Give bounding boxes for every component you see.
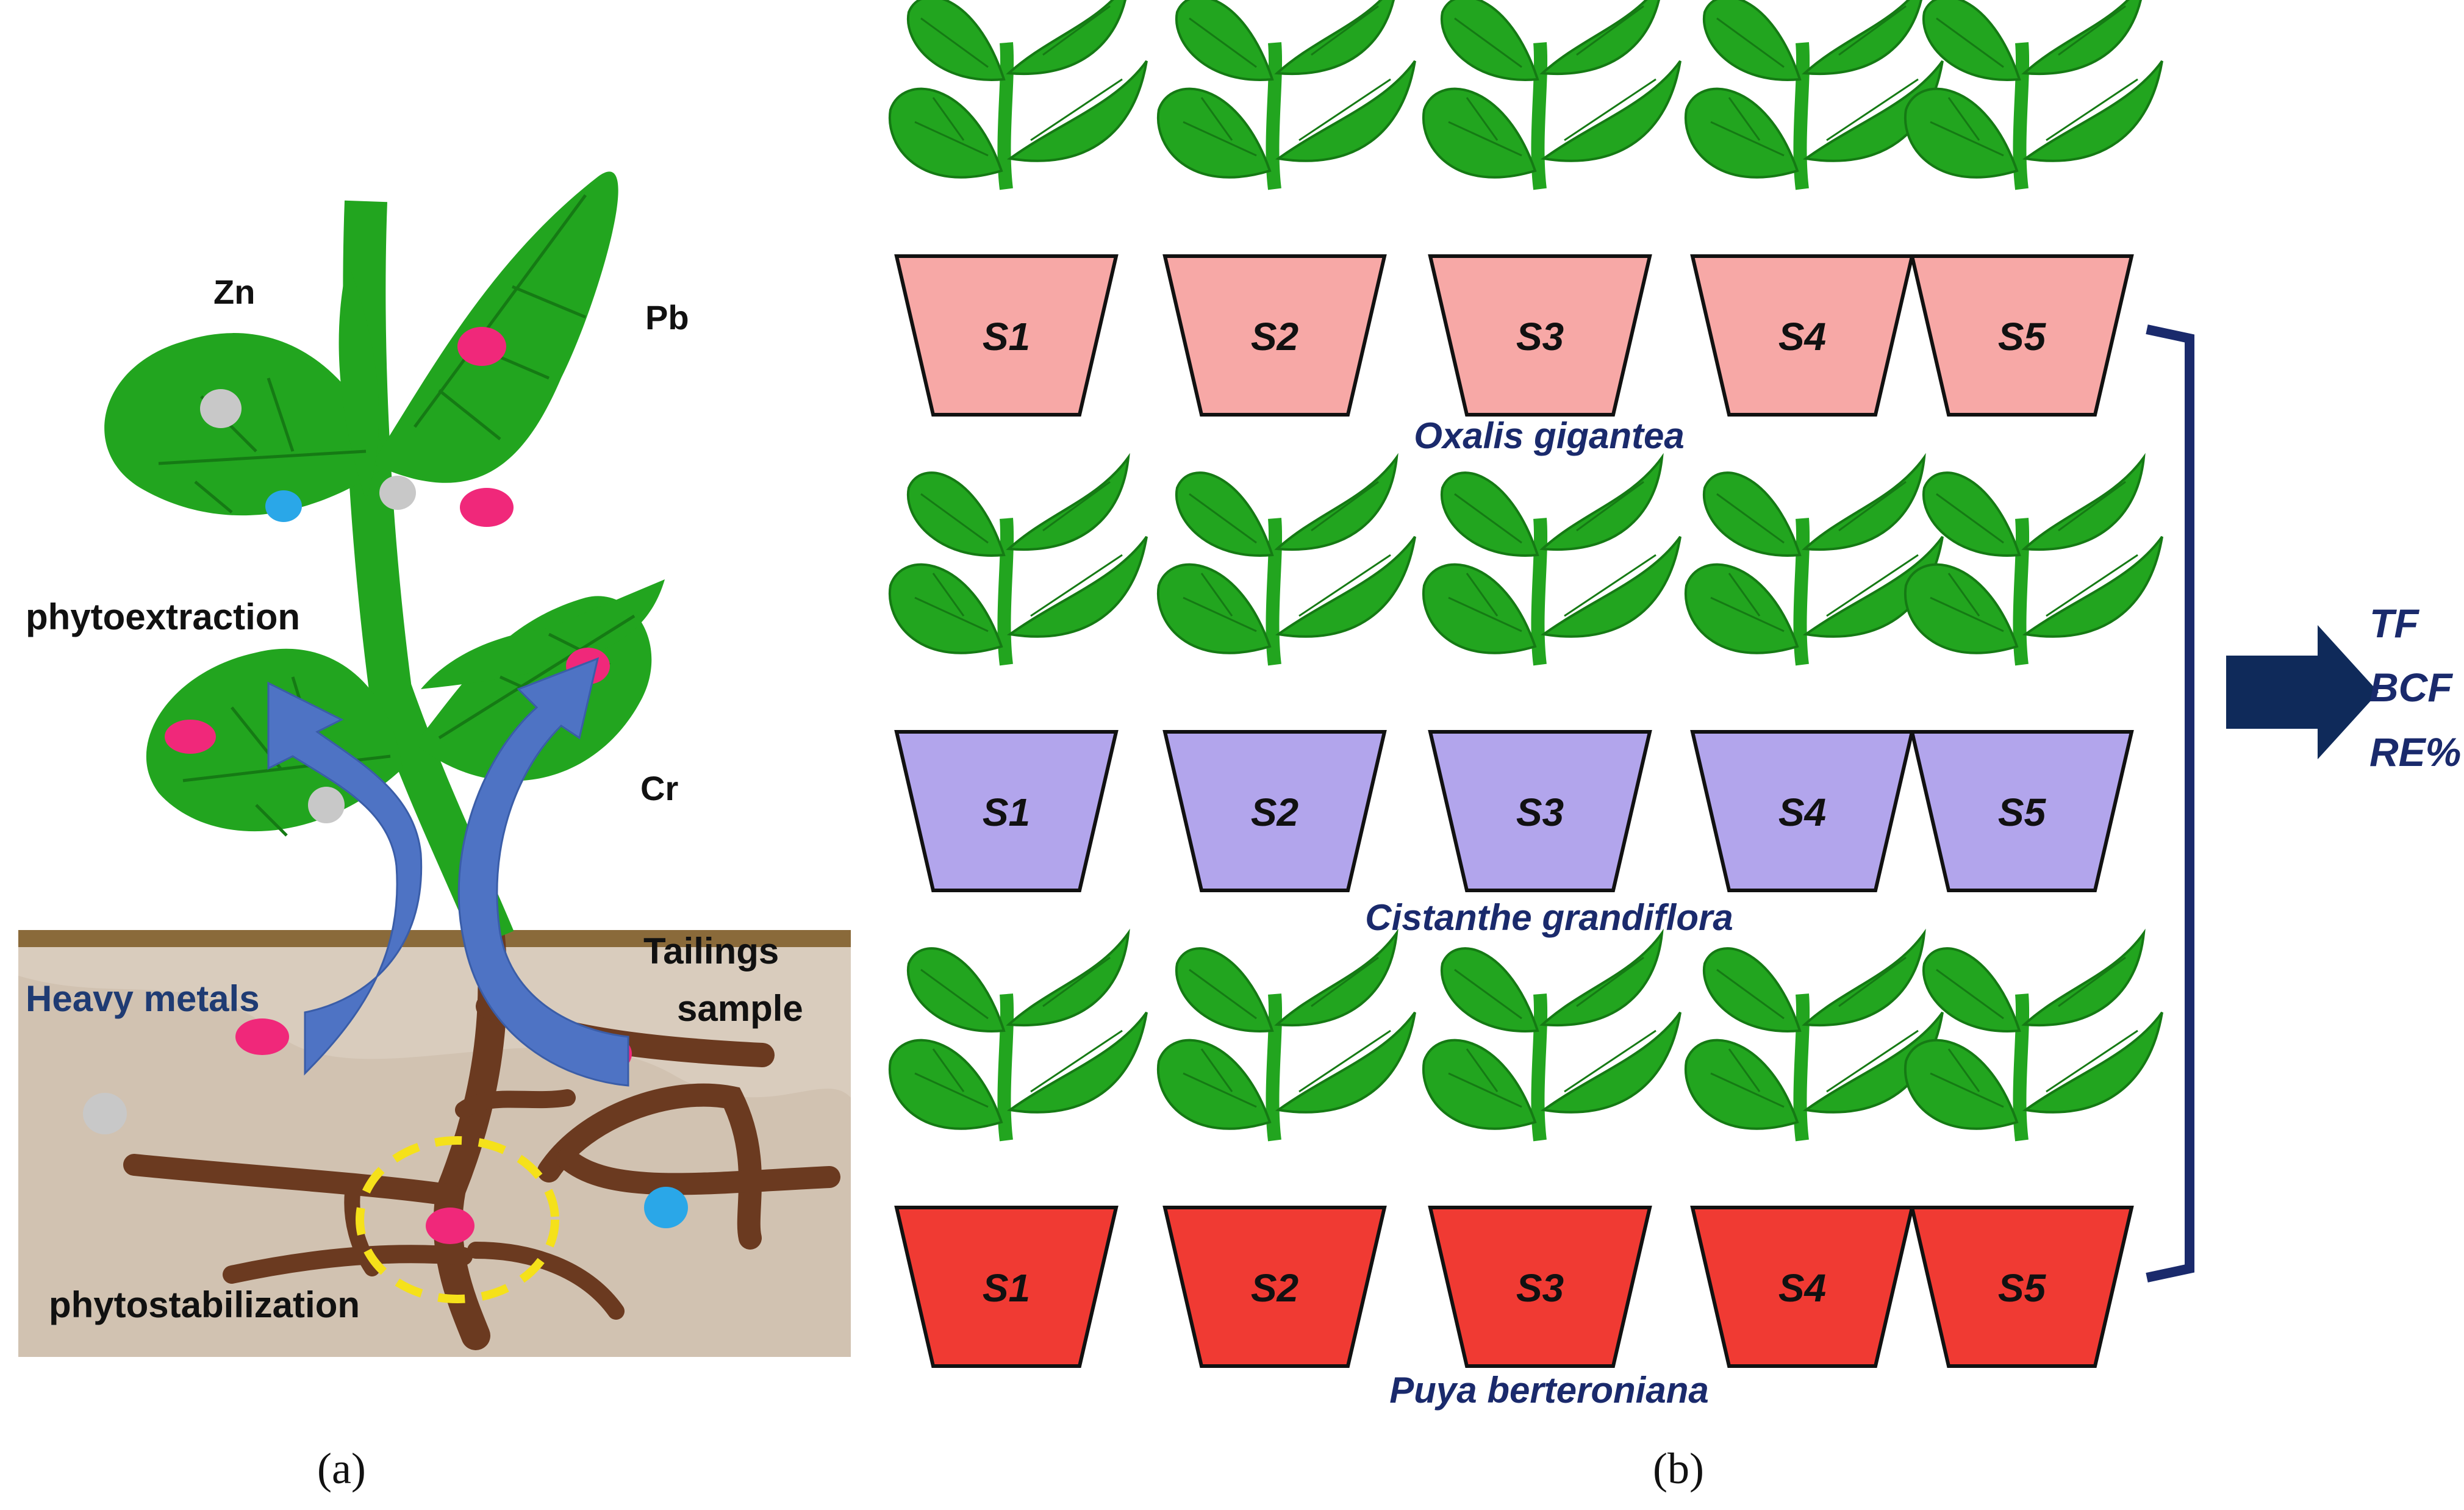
zn-particle — [379, 476, 416, 510]
plant-icon — [1686, 933, 1943, 1140]
sample-label: S2 — [1251, 790, 1298, 834]
pot — [1428, 254, 1652, 417]
phytoextraction-label: phytoextraction — [26, 596, 300, 637]
species-label: Oxalis gigantea — [1414, 415, 1685, 456]
sample-label: S4 — [1778, 315, 1826, 359]
sample-label: S4 — [1778, 1266, 1826, 1310]
zn-particle — [200, 389, 242, 428]
pot — [1910, 254, 2134, 417]
cr-particle — [265, 490, 302, 522]
pb-particle — [165, 720, 216, 754]
plant-icon — [1424, 457, 1680, 665]
pb-particle — [460, 488, 514, 527]
grouping-bracket — [2146, 324, 2194, 1283]
uptake-arrow-left — [267, 681, 423, 1076]
sample-label: S3 — [1516, 1266, 1564, 1310]
cr-particle — [644, 1187, 688, 1228]
pb-particle — [426, 1208, 475, 1244]
uptake-arrows — [267, 657, 629, 1087]
output-re: RE% — [2369, 729, 2461, 775]
pb-label: Pb — [645, 298, 689, 337]
soil-surface-line — [18, 930, 851, 947]
plant-icon — [1424, 933, 1680, 1140]
plant-icon — [890, 0, 1147, 189]
heavy-metals-label: Heavy metals — [26, 978, 260, 1019]
pot — [1162, 730, 1387, 892]
plant-icon — [1686, 457, 1943, 665]
sample-label: S1 — [983, 315, 1030, 359]
pot — [1428, 730, 1652, 892]
species-label: Puya berteroniana — [1389, 1370, 1709, 1411]
pot — [1690, 254, 1914, 417]
sample-label: S5 — [1998, 790, 2047, 834]
pot — [1910, 1206, 2134, 1368]
plant-icon — [1158, 457, 1415, 665]
plant-icon — [1686, 0, 1943, 189]
panel-a: Zn Pb Cr phytoextraction Heavy metals Ta… — [18, 171, 851, 1493]
sample-label: S2 — [1251, 315, 1298, 359]
plant-icon — [1424, 0, 1680, 189]
sample-label: S5 — [1998, 315, 2047, 359]
sample-label: S3 — [1516, 315, 1564, 359]
tailings-label-line1: Tailings — [643, 931, 779, 971]
plant-icon — [890, 457, 1147, 665]
plant-icon — [1905, 457, 2162, 665]
plant-icon — [1158, 933, 1415, 1140]
plant-icon — [890, 933, 1147, 1140]
uptake-arrow-right — [457, 657, 629, 1087]
sample-label: S4 — [1778, 790, 1826, 834]
plant-icon — [1905, 933, 2162, 1140]
sample-label: S3 — [1516, 790, 1564, 834]
phytostabilization-highlight — [356, 1136, 559, 1303]
panel-b-caption: (b) — [1653, 1444, 1704, 1493]
pot — [894, 254, 1119, 417]
pot — [1690, 730, 1914, 892]
pot — [894, 1206, 1119, 1368]
pot — [1162, 254, 1387, 417]
panel-a-caption: (a) — [317, 1444, 366, 1493]
sample-label: S1 — [983, 1266, 1030, 1310]
pb-particle — [457, 327, 506, 366]
zn-label: Zn — [213, 273, 255, 311]
zn-particle — [308, 787, 345, 823]
sample-label: S1 — [983, 790, 1030, 834]
pot — [1428, 1206, 1652, 1368]
species-label: Cistanthe grandiflora — [1365, 897, 1733, 938]
plant-icon — [1905, 0, 2162, 189]
output-bcf: BCF — [2369, 665, 2453, 710]
output-arrow — [2226, 625, 2379, 759]
sample-label: S5 — [1998, 1266, 2047, 1310]
pot — [1690, 1206, 1914, 1368]
zn-particle — [83, 1093, 127, 1134]
output-tf: TF — [2369, 601, 2419, 646]
phytostabilization-label: phytostabilization — [49, 1284, 360, 1325]
sample-label: S2 — [1251, 1266, 1298, 1310]
plant-icon — [1158, 0, 1415, 189]
cr-label: Cr — [640, 769, 678, 807]
pb-particle — [235, 1018, 289, 1055]
pot — [1910, 730, 2134, 892]
pot — [1162, 1206, 1387, 1368]
pot — [894, 730, 1119, 892]
tailings-label-line2: sample — [677, 988, 803, 1029]
